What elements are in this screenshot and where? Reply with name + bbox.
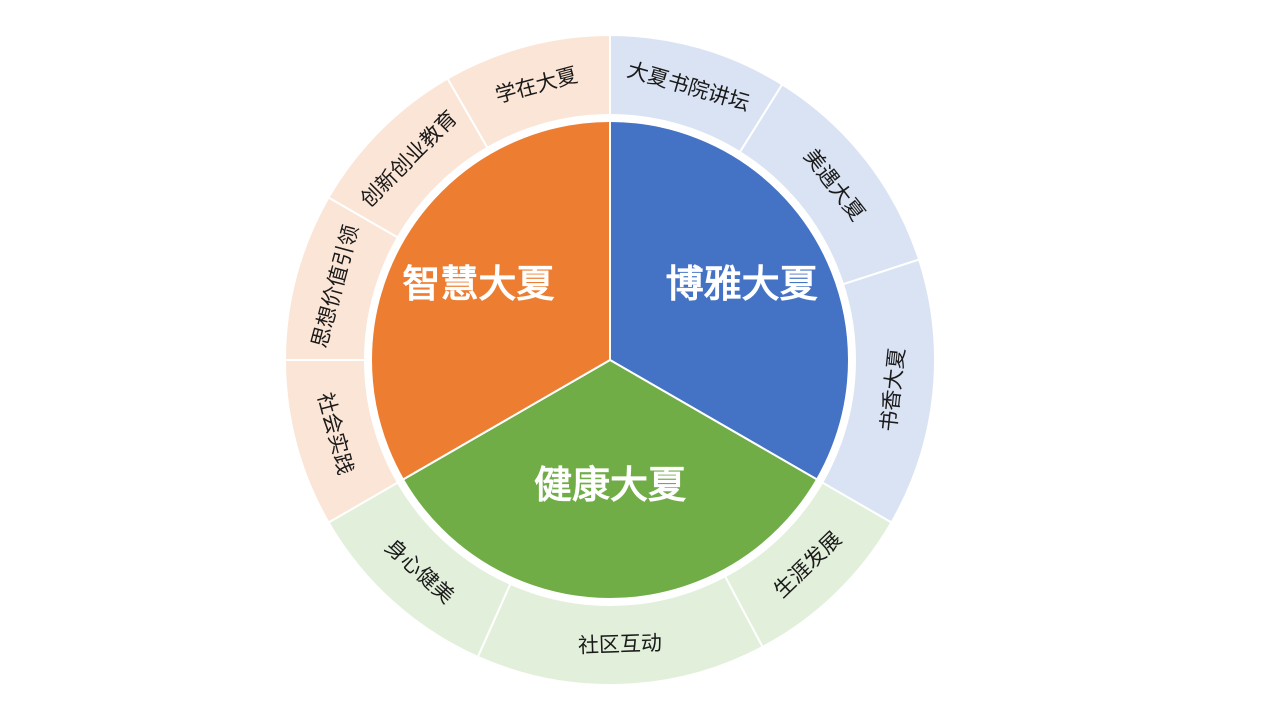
outer-ring [283, 33, 936, 686]
sector-title-1: 健康大夏 [534, 463, 687, 507]
sector-title-2: 智慧大夏 [402, 262, 555, 306]
inner-pie [364, 114, 856, 606]
sector-title-0: 博雅大夏 [666, 262, 819, 306]
seg-sqhd: 社区互动 [578, 631, 663, 658]
gap-ring [364, 114, 856, 606]
